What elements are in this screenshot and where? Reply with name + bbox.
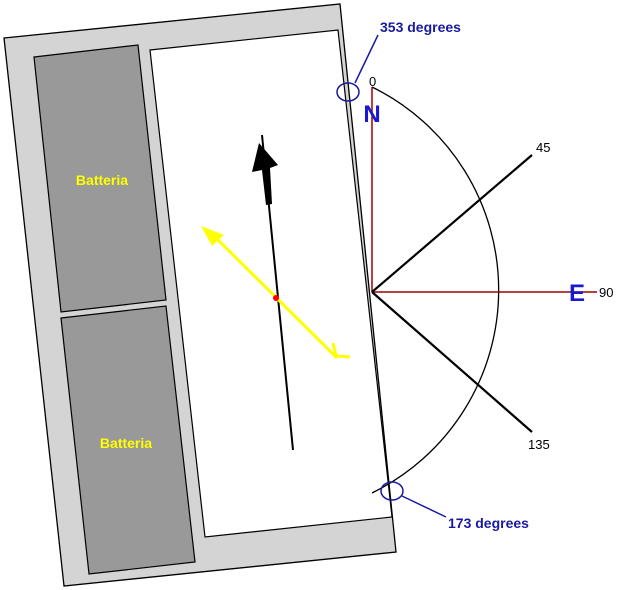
display-area: [149, 29, 393, 538]
battery-label-bottom: Batteria: [100, 435, 152, 451]
battery-top: [33, 44, 167, 313]
yellow-arrowhead: [201, 226, 224, 246]
pivot-dot: [273, 295, 279, 301]
tick-label-135: 135: [528, 437, 550, 452]
east-letter: E: [569, 280, 585, 307]
battery-label-top: Batteria: [76, 172, 128, 188]
radial-135-line: [371, 291, 533, 433]
callout-bottom-leader: [401, 495, 447, 518]
callout-bottom-label: 173 degrees: [448, 515, 529, 531]
tick-label-90: 90: [599, 285, 613, 300]
battery-bottom: [60, 305, 196, 575]
tick-label-0: 0: [369, 74, 376, 89]
yellow-arrow-tail: [331, 342, 351, 359]
tick-label-45: 45: [536, 140, 550, 155]
callout-top-marker: [336, 82, 360, 102]
radial-45-line: [371, 154, 533, 293]
compass-arc: [371, 86, 500, 494]
yellow-arrow-shaft: [208, 230, 339, 360]
callout-bottom-marker: [380, 481, 404, 501]
callout-top-label: 353 degrees: [380, 19, 461, 35]
black-needle-arrowhead: [252, 143, 278, 205]
north-letter: N: [363, 101, 380, 128]
callout-top-leader: [354, 34, 379, 84]
